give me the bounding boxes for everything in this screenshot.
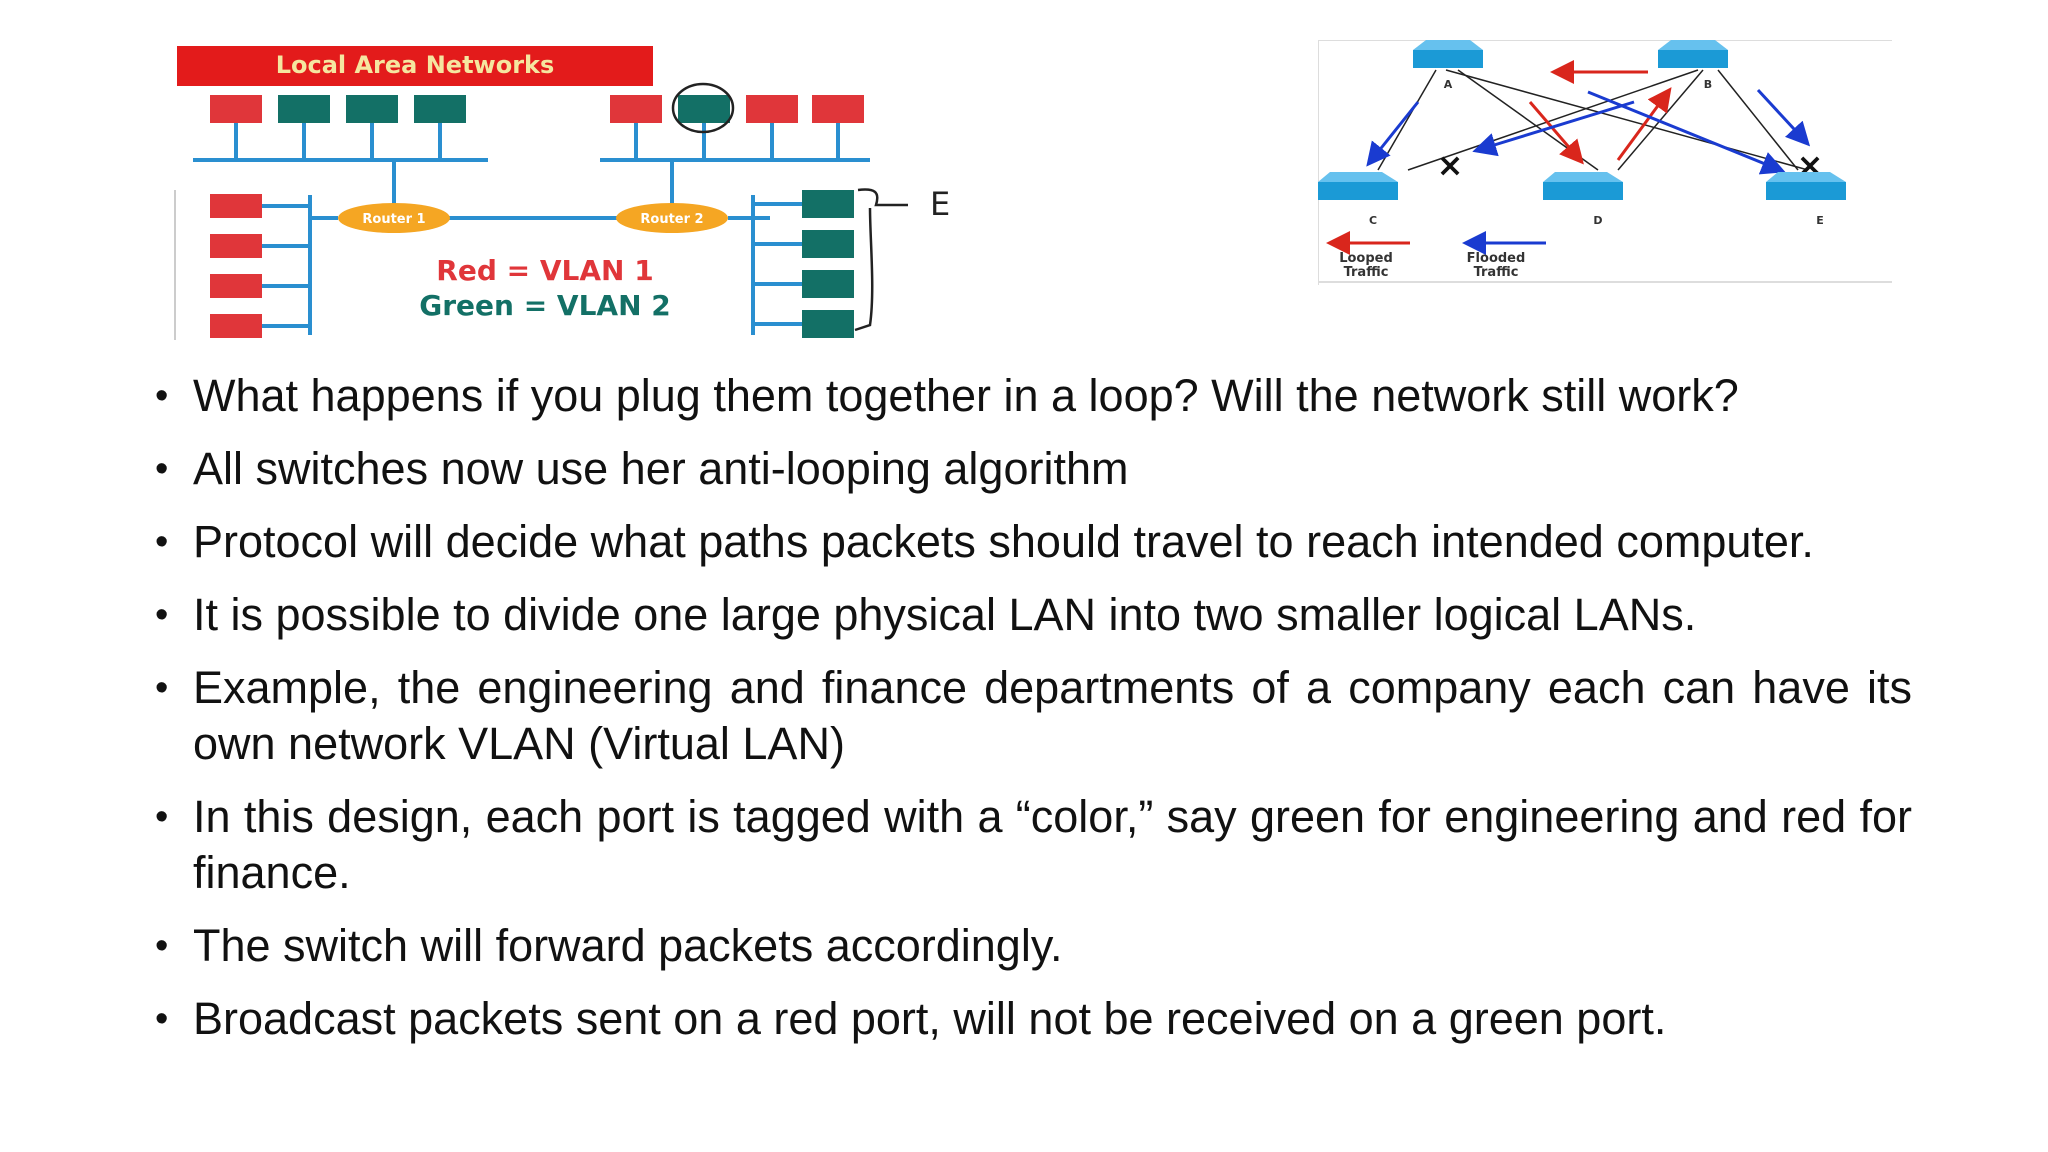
- bullet-text: The switch will forward packets accordin…: [193, 920, 1063, 971]
- bullet-text: It is possible to divide one large physi…: [193, 589, 1697, 640]
- svg-text:B: B: [1704, 78, 1712, 91]
- host-group-top-right: [610, 82, 864, 160]
- looped-traffic-arrows: [1528, 60, 1672, 165]
- bullet-item: •All switches now use her anti-looping a…: [155, 443, 1129, 494]
- svg-text:Flooded: Flooded: [1467, 251, 1526, 266]
- router-2-label: Router 2: [640, 212, 703, 227]
- vlan-diagram: Local Area Networks Router 1 Router 2: [174, 46, 950, 340]
- bullet-text: What happens if you plug them together i…: [193, 370, 1739, 421]
- legend-green: Green = VLAN 2: [419, 289, 671, 322]
- router-1-label: Router 1: [362, 212, 425, 227]
- svg-text:D: D: [1593, 214, 1602, 227]
- bullet-item: •Example, the engineering and finance de…: [155, 662, 1912, 769]
- bullet-item: •The switch will forward packets accordi…: [155, 920, 1063, 971]
- host-group-top-left: [210, 95, 466, 160]
- banner-title: Local Area Networks: [276, 51, 555, 79]
- flooded-traffic-arrows: [1366, 88, 1811, 175]
- router-2: [616, 203, 728, 233]
- bullet-text: In this design, each port is tagged with…: [193, 791, 1912, 898]
- annotation-bracket: [857, 188, 908, 207]
- bullet-list: •What happens if you plug them together …: [155, 368, 1912, 1064]
- bullet-item: •Protocol will decide what paths packets…: [155, 516, 1814, 567]
- blocked-port-icon: ×: [1437, 146, 1464, 184]
- bullet-text: All switches now use her anti-looping al…: [193, 443, 1129, 494]
- svg-text:Looped: Looped: [1339, 251, 1393, 266]
- switch-b: B: [1658, 40, 1728, 91]
- svg-text:Traffic: Traffic: [1344, 265, 1389, 280]
- svg-text:A: A: [1444, 78, 1453, 91]
- loop-diagram: × × A B: [1318, 40, 1892, 285]
- svg-text:E: E: [1816, 214, 1824, 227]
- bullet-item: •It is possible to divide one large phys…: [155, 589, 1697, 640]
- switch-a: A: [1413, 40, 1483, 91]
- bullet-text: Example, the engineering and finance dep…: [193, 662, 1912, 769]
- switch-e: E: [1766, 172, 1846, 227]
- host-group-bottom-left: [210, 194, 310, 338]
- switch-c: C: [1318, 172, 1398, 227]
- svg-text:C: C: [1369, 214, 1377, 227]
- bullet-item: •Broadcast packets sent on a red port, w…: [155, 993, 1667, 1044]
- host-group-bottom-right: [753, 190, 854, 338]
- banner-background: [177, 46, 653, 86]
- bullet-item: •In this design, each port is tagged wit…: [155, 791, 1912, 898]
- bullet-item: •What happens if you plug them together …: [155, 370, 1739, 421]
- legend-looped: Looped Traffic: [1326, 231, 1410, 280]
- bullet-text: Broadcast packets sent on a red port, wi…: [193, 993, 1667, 1044]
- legend-red: Red = VLAN 1: [436, 254, 653, 287]
- legend-flooded: Flooded Traffic: [1462, 231, 1546, 280]
- switch-d: D: [1543, 172, 1623, 227]
- router-1: [338, 203, 450, 233]
- svg-text:Traffic: Traffic: [1474, 265, 1519, 280]
- bullet-text: Protocol will decide what paths packets …: [193, 516, 1814, 567]
- annotation-letter: E: [930, 185, 950, 223]
